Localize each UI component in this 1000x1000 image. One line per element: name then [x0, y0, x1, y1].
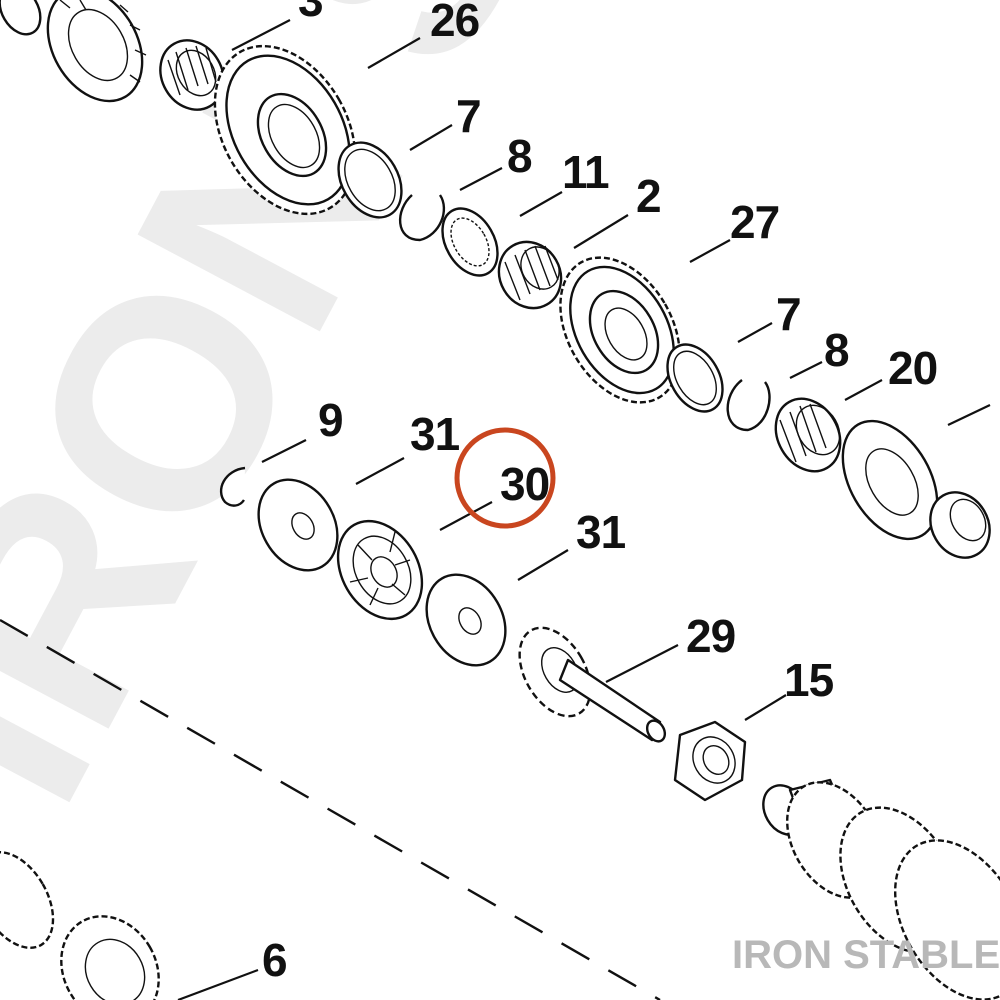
callout-3: 3	[298, 0, 323, 26]
part-3-gear	[0, 0, 147, 103]
part-31-washer-left	[257, 478, 339, 572]
needle-bearing-right	[929, 491, 991, 559]
callout-7-mid: 7	[776, 288, 801, 340]
callout-2: 2	[636, 170, 661, 222]
watermark-text: IRON STABLE	[0, 0, 1000, 850]
callout-31-right: 31	[576, 506, 626, 558]
brand-label: IRON STABLE	[732, 933, 1000, 977]
watermark: IRON STABLE	[0, 0, 1000, 850]
part-11-washer	[441, 207, 499, 277]
callout-29: 29	[686, 610, 735, 662]
part-30-ratchet	[336, 519, 424, 621]
callout-7-top: 7	[456, 90, 481, 142]
leader-lines	[177, 19, 991, 1000]
dashed-axis-line	[0, 618, 661, 1000]
part-2-needle-bearing	[497, 240, 563, 310]
highlight-circle	[454, 427, 556, 529]
part-8-snap-ring-top	[398, 194, 446, 242]
callout-6: 6	[262, 934, 287, 986]
spline-coupling	[774, 397, 842, 473]
part-7-ring-top	[337, 141, 403, 219]
callout-11: 11	[562, 146, 609, 198]
bottom-left-gears	[0, 851, 160, 1000]
part-15-nut	[673, 720, 747, 802]
part-29-shaft	[518, 626, 667, 743]
part-31-washer-right	[425, 573, 507, 667]
mainshaft-gear-cluster	[762, 778, 1000, 1000]
callout-labels: 3 26 7 8 11 2 27 7 8 20 9 31 30 31 29 15…	[262, 0, 938, 986]
callout-8-mid: 8	[824, 324, 849, 376]
callout-8-top: 8	[507, 130, 532, 182]
part-20-plate	[841, 419, 939, 541]
needle-bearing-top	[159, 39, 225, 111]
callout-27: 27	[730, 196, 779, 248]
callout-9: 9	[318, 394, 343, 446]
callout-20: 20	[888, 342, 937, 394]
part-27-gear	[559, 256, 681, 404]
part-8-snap-ring-mid	[726, 379, 771, 432]
callout-15: 15	[784, 654, 834, 706]
callout-31-left: 31	[410, 408, 460, 460]
callout-26: 26	[430, 0, 479, 46]
part-7-ring-mid	[666, 343, 724, 413]
callout-30: 30	[500, 458, 549, 510]
part-26-gear	[213, 44, 357, 216]
part-9-clip	[219, 466, 246, 507]
